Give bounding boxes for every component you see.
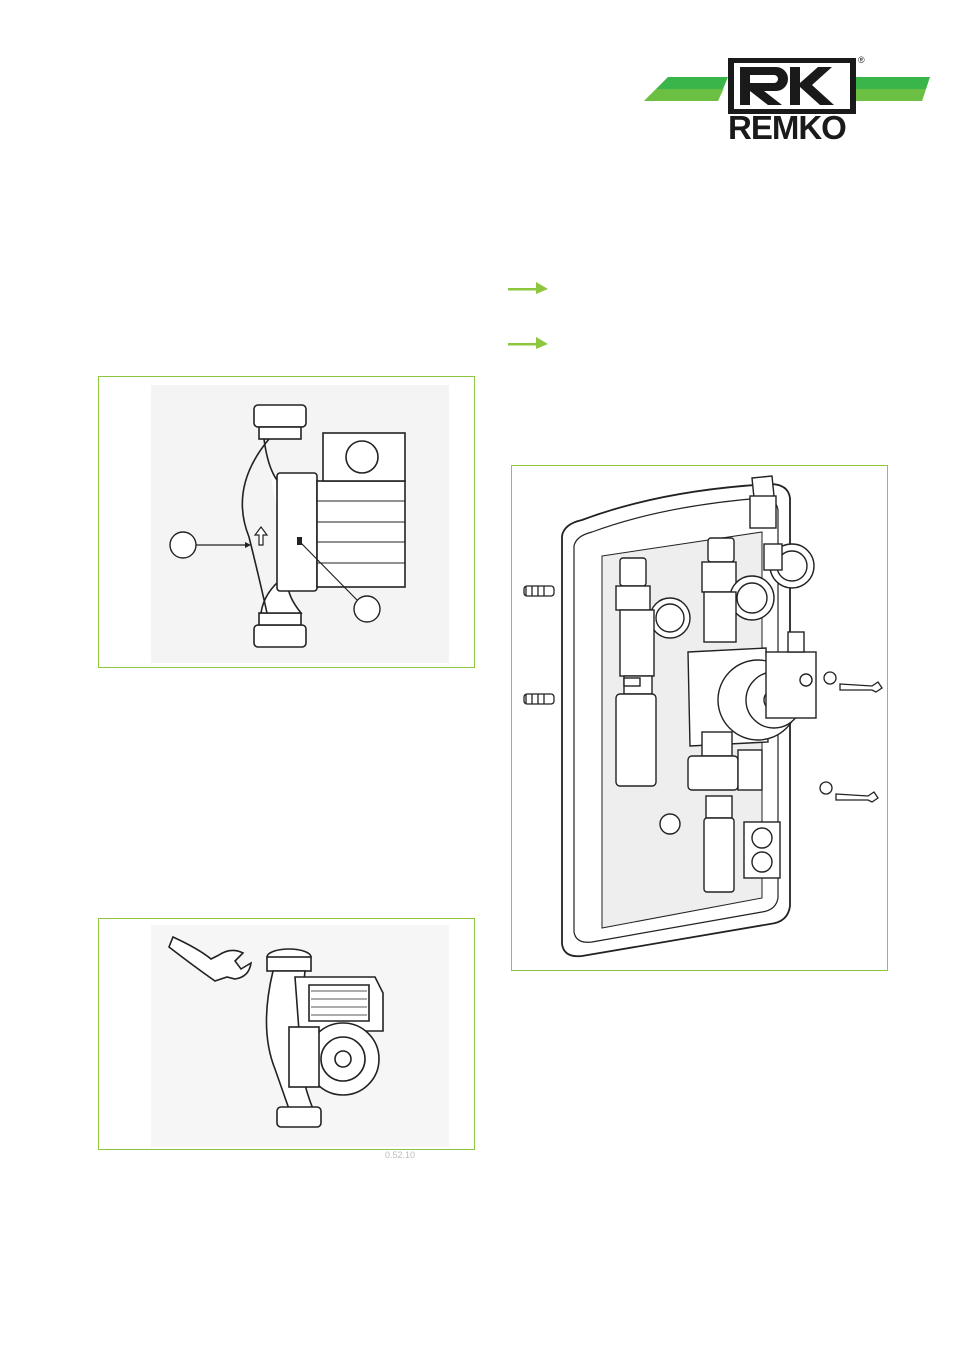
wrench-icon: [168, 935, 253, 982]
figure-caption: 0.52.10: [385, 1150, 416, 1160]
wall-dowel: [523, 585, 555, 597]
callout-circle: [169, 531, 197, 559]
flow-arrow-icon: [253, 526, 269, 546]
green-arrow-icon: [508, 282, 548, 294]
wall-dowel: [523, 693, 555, 705]
green-arrow-icon: [508, 337, 548, 349]
registered-mark: ®: [858, 55, 865, 65]
brand-logo: REMKO ®: [640, 55, 930, 146]
mounting-screw: [819, 781, 879, 803]
figure-pump-wrench: [98, 918, 475, 1150]
figure-pump-flow-direction: [98, 376, 475, 668]
callout-circle: [353, 595, 381, 623]
bullet-item: [508, 280, 548, 296]
mounting-screw: [823, 671, 883, 693]
bullet-item: [508, 335, 548, 351]
logo-wordmark: REMKO: [728, 109, 847, 146]
figure-station-mounting: [511, 465, 888, 971]
